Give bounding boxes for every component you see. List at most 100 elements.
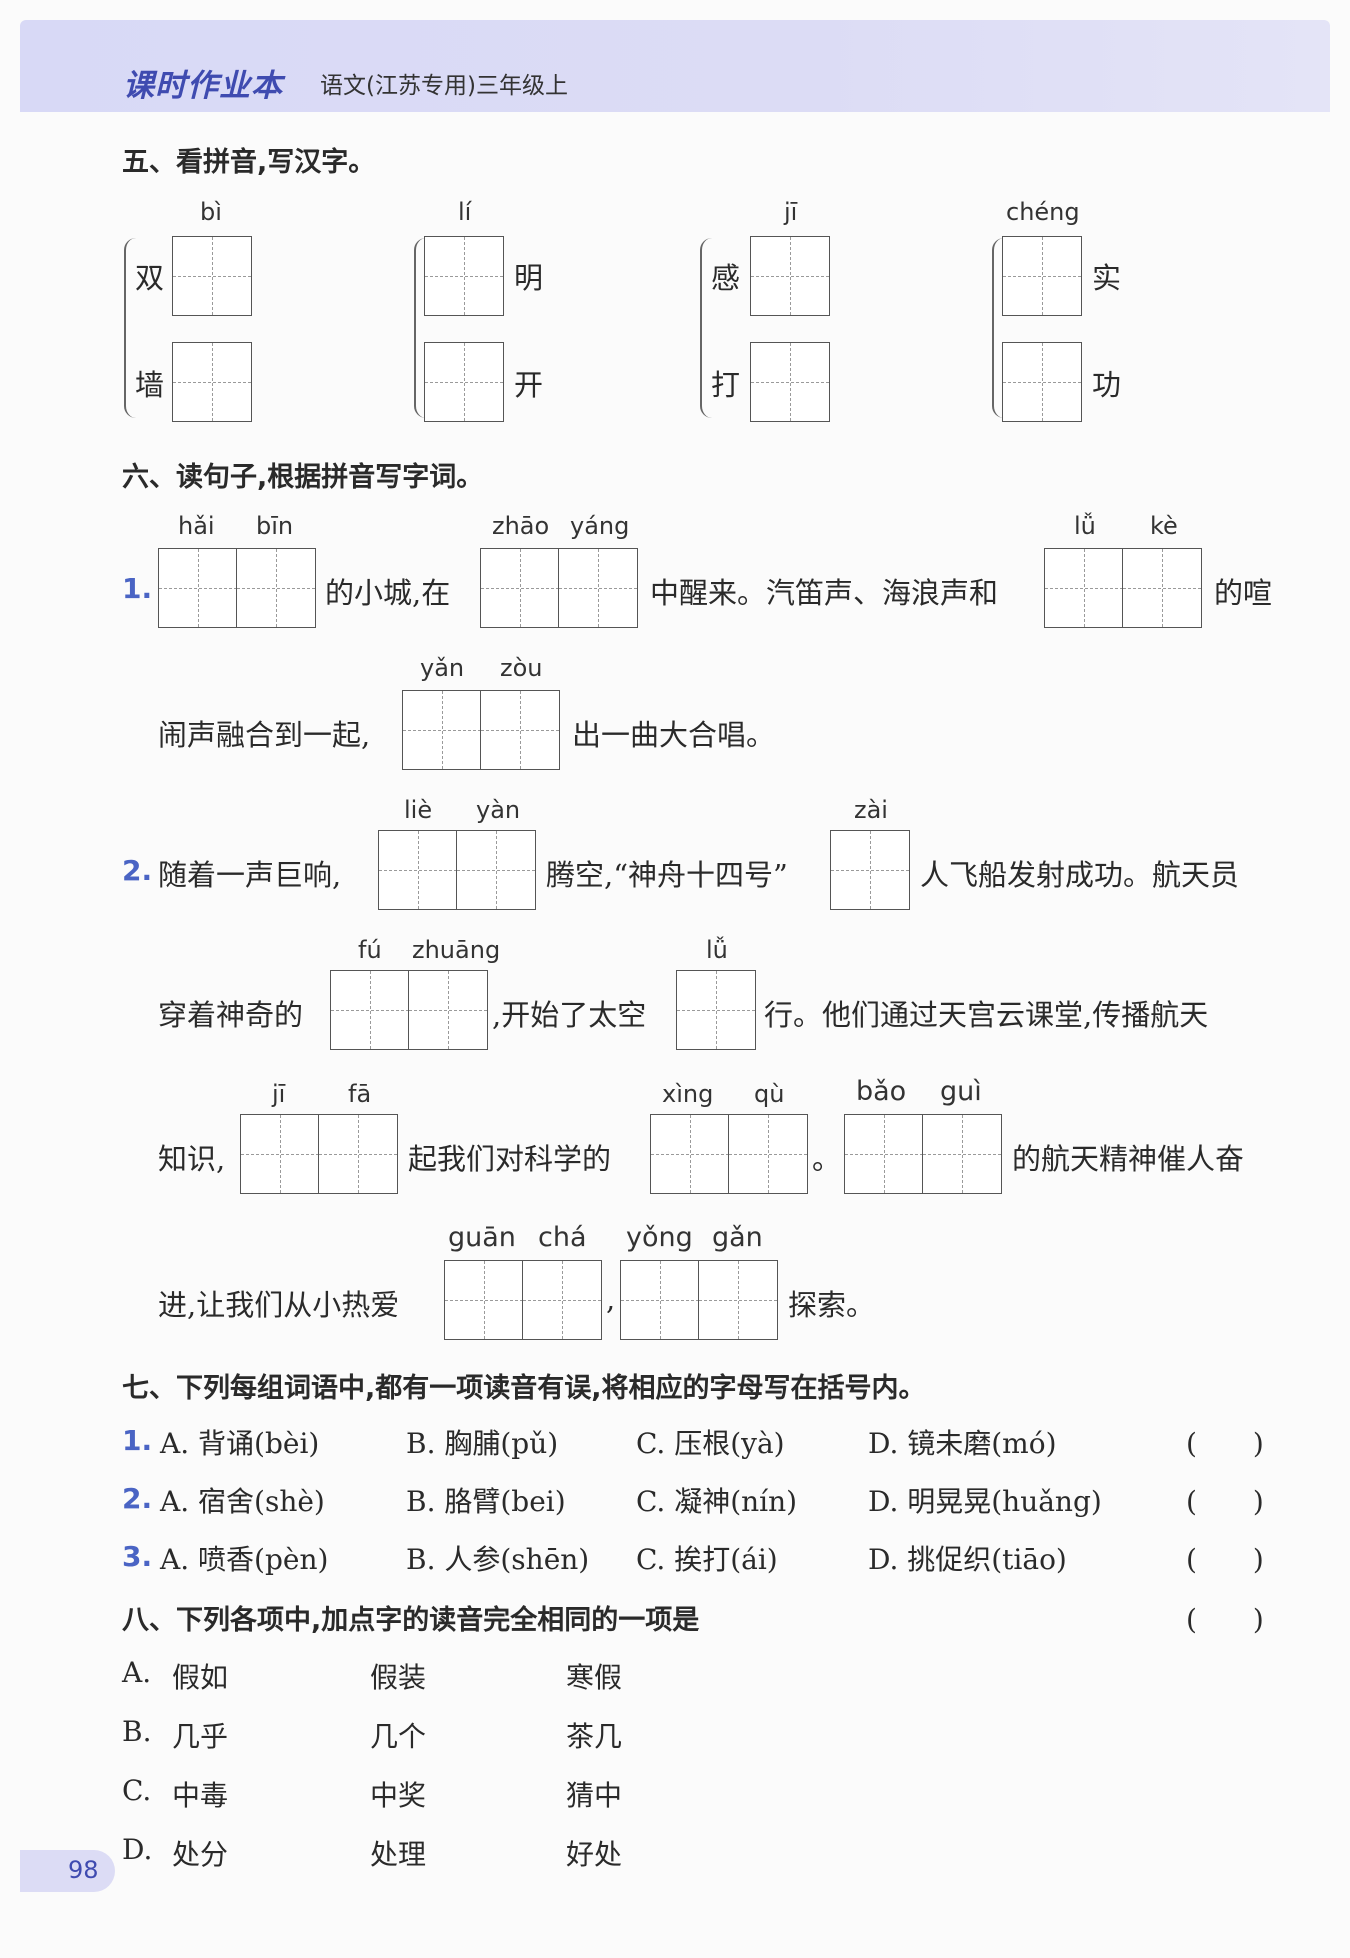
option-word: 几乎 — [172, 1720, 229, 1753]
option-word: 中奖 — [370, 1779, 427, 1812]
pinyin: yáng — [570, 512, 630, 540]
sentence-text: 闹声融合到一起, — [158, 718, 371, 752]
writing-box[interactable] — [480, 548, 560, 628]
sentence-text: 穿着神奇的 — [158, 998, 304, 1032]
sentence-text: 中醒来。汽笛声、海浪声和 — [650, 576, 999, 610]
writing-box[interactable] — [158, 548, 238, 628]
pinyin: yàn — [476, 796, 521, 824]
writing-box[interactable] — [1002, 342, 1082, 422]
answer-blank[interactable]: ( ) — [1186, 1603, 1264, 1636]
sentence-text: 行。他们通过天宫云课堂,传播航天 — [764, 998, 1209, 1032]
pinyin: zhuāng — [412, 936, 501, 964]
option-label: D. — [122, 1833, 153, 1866]
option-c: C. 压根(yà) — [636, 1427, 785, 1460]
writing-box[interactable] — [1044, 548, 1124, 628]
pinyin: chá — [538, 1222, 587, 1253]
question-number: 1. — [122, 572, 153, 605]
book-title: 课时作业本 — [123, 68, 283, 104]
option-word: 好处 — [566, 1838, 623, 1871]
pinyin: fā — [348, 1080, 372, 1108]
page-number: 98 — [68, 1856, 99, 1884]
pinyin: jī — [272, 1080, 286, 1108]
sentence-text: 的喧 — [1214, 576, 1273, 610]
option-word: 处理 — [370, 1838, 427, 1871]
writing-box[interactable] — [1002, 236, 1082, 316]
writing-box[interactable] — [844, 1114, 924, 1194]
pinyin: jī — [784, 198, 798, 226]
pinyin: xìng — [662, 1080, 714, 1108]
writing-box[interactable] — [830, 830, 910, 910]
writing-box[interactable] — [728, 1114, 808, 1194]
writing-box[interactable] — [240, 1114, 320, 1194]
writing-box[interactable] — [650, 1114, 730, 1194]
option-word: 中毒 — [172, 1779, 229, 1812]
writing-box[interactable] — [444, 1260, 524, 1340]
sentence-text: , — [606, 1282, 616, 1316]
option-word: 猜中 — [566, 1779, 623, 1812]
writing-box[interactable] — [750, 236, 830, 316]
option-d: D. 挑促织(tiāo) — [868, 1543, 1067, 1576]
sentence-text: 随着一声巨响, — [158, 858, 342, 892]
writing-box[interactable] — [620, 1260, 700, 1340]
writing-box[interactable] — [378, 830, 458, 910]
writing-box[interactable] — [408, 970, 488, 1050]
pinyin: chéng — [1006, 198, 1080, 226]
option-word: 处分 — [172, 1838, 229, 1871]
writing-box[interactable] — [456, 830, 536, 910]
sentence-text: 出一曲大合唱。 — [572, 718, 776, 752]
writing-box[interactable] — [480, 690, 560, 770]
brace — [124, 238, 136, 418]
word-char: 墙 — [135, 368, 165, 402]
question-number: 3. — [122, 1540, 153, 1573]
pinyin: bǎo — [856, 1076, 907, 1107]
writing-box[interactable] — [172, 342, 252, 422]
writing-box[interactable] — [318, 1114, 398, 1194]
answer-blank[interactable]: ( ) — [1186, 1485, 1264, 1518]
pinyin: gǎn — [712, 1222, 763, 1253]
writing-box[interactable] — [330, 970, 410, 1050]
sentence-text: 人飞船发射成功。航天员 — [920, 858, 1240, 892]
pinyin: guān — [448, 1222, 516, 1253]
word-char: 明 — [514, 261, 544, 295]
question-number: 1. — [122, 1424, 153, 1457]
writing-box[interactable] — [236, 548, 316, 628]
pinyin: zài — [854, 796, 888, 824]
writing-box[interactable] — [1122, 548, 1202, 628]
sentence-text: 。 — [812, 1142, 842, 1176]
section-5-title: 五、看拼音,写汉字。 — [122, 147, 376, 178]
option-word: 假如 — [172, 1661, 229, 1694]
sentence-text: 进,让我们从小热爱 — [158, 1288, 400, 1322]
sentence-text: 的航天精神催人奋 — [1012, 1142, 1245, 1176]
writing-box[interactable] — [558, 548, 638, 628]
option-label: A. — [122, 1656, 152, 1689]
pinyin: yǎn — [420, 654, 465, 682]
sentence-text: 起我们对科学的 — [408, 1142, 612, 1176]
option-a: A. 宿舍(shè) — [160, 1485, 325, 1518]
pinyin: bì — [200, 198, 222, 226]
option-d: D. 明晃晃(huǎng) — [868, 1485, 1102, 1518]
writing-box[interactable] — [676, 970, 756, 1050]
pinyin: fú — [358, 936, 382, 964]
writing-box[interactable] — [522, 1260, 602, 1340]
section-8-title: 八、下列各项中,加点字的读音完全相同的一项是 — [122, 1605, 700, 1636]
question-number: 2. — [122, 854, 153, 887]
writing-box[interactable] — [922, 1114, 1002, 1194]
pinyin: yǒng — [626, 1222, 693, 1253]
writing-box[interactable] — [424, 342, 504, 422]
option-label: C. — [122, 1774, 152, 1807]
brace — [992, 238, 1004, 418]
answer-blank[interactable]: ( ) — [1186, 1427, 1264, 1460]
option-word: 寒假 — [566, 1661, 623, 1694]
sentence-text: 知识, — [158, 1142, 226, 1176]
writing-box[interactable] — [172, 236, 252, 316]
writing-box[interactable] — [424, 236, 504, 316]
brace — [700, 238, 712, 418]
pinyin: hǎi — [178, 512, 215, 540]
writing-box[interactable] — [750, 342, 830, 422]
writing-box[interactable] — [402, 690, 482, 770]
answer-blank[interactable]: ( ) — [1186, 1543, 1264, 1576]
option-b: B. 人参(shēn) — [406, 1543, 590, 1576]
writing-box[interactable] — [698, 1260, 778, 1340]
option-word: 假装 — [370, 1661, 427, 1694]
option-a: A. 背诵(bèi) — [160, 1427, 320, 1460]
